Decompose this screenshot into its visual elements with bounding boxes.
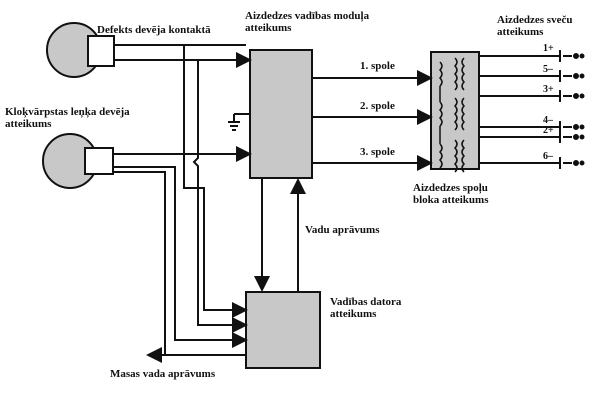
ground-icon	[228, 113, 250, 131]
module-label-2: atteikums	[245, 22, 292, 34]
module-label-1: Aizdedzes vadības moduļa	[245, 10, 370, 22]
crank-sensor	[46, 22, 115, 78]
crank-wires	[114, 44, 252, 333]
spark-plugs	[559, 50, 585, 169]
ignition-module	[249, 49, 313, 179]
plug-label-5: 5–	[543, 64, 553, 75]
plug-1-icon	[559, 50, 585, 62]
coilpack-label-1: Aizdedzes spoļu	[413, 182, 488, 194]
plug-2-icon	[559, 131, 585, 143]
crank-sensor-label: Defekts devēja kontaktā	[97, 24, 211, 36]
cam-sensor-label-1: Kloķvārpstas leņķa devēja	[5, 106, 130, 118]
coil-windings	[438, 57, 466, 173]
coil-1-label: 1. spole	[360, 60, 395, 72]
plug-label-2: 2+	[543, 125, 554, 136]
ecu-label-1: Vadības datora	[330, 296, 402, 308]
plugs-label-1: Aizdedzes sveču	[497, 14, 573, 26]
cam-sensor-label-2: atteikums	[5, 118, 52, 130]
coil-3-label: 3. spole	[360, 146, 395, 158]
plug-label-3: 3+	[543, 84, 554, 95]
coil-pack	[430, 51, 480, 170]
ecu-box	[245, 291, 321, 369]
plug-4-icon	[559, 121, 585, 133]
plug-6-icon	[559, 157, 585, 169]
coilpack-label-2: bloka atteikums	[413, 194, 489, 206]
plug-wires	[479, 55, 560, 164]
wire-break-label: Vadu aprāvums	[305, 224, 380, 236]
plug-5-icon	[559, 70, 585, 82]
plug-label-1: 1+	[543, 43, 554, 54]
plug-label-4: 4–	[543, 115, 553, 126]
coil-wires	[312, 70, 433, 171]
plug-3-icon	[559, 90, 585, 102]
module-ecu-wires	[254, 178, 306, 292]
plugs-label-2: atteikums	[497, 26, 544, 38]
coil-2-label: 2. spole	[360, 100, 395, 112]
plug-label-6: 6–	[543, 151, 553, 162]
ground-break-label: Masas vada aprāvums	[110, 368, 216, 380]
cam-sensor	[42, 133, 114, 189]
ecu-label-2: atteikums	[330, 308, 377, 320]
